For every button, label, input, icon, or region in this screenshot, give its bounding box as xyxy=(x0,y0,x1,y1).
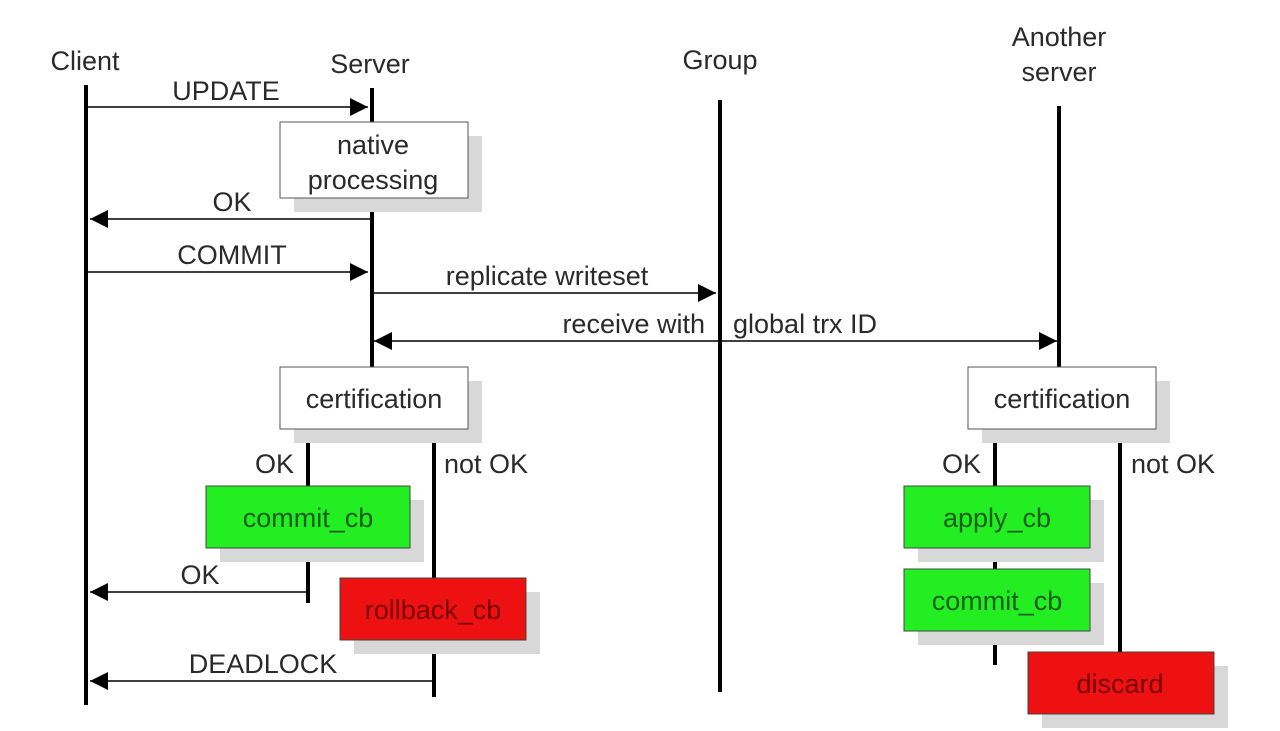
native-processing-box: native processing xyxy=(279,121,482,212)
discard-label: discard xyxy=(1076,669,1163,699)
message-commit: COMMIT xyxy=(88,240,368,281)
certification-box-server: certification xyxy=(279,366,482,443)
message-ok-1-label: OK xyxy=(212,187,251,217)
apply-cb-label: apply_cb xyxy=(943,503,1051,533)
lifeline-label-another-server-line2: server xyxy=(1021,57,1096,87)
message-commit-label: COMMIT xyxy=(177,240,286,270)
message-update-label: UPDATE xyxy=(172,76,280,106)
commit-cb-box-server: commit_cb xyxy=(205,485,424,562)
message-replicate-writeset: replicate writeset xyxy=(374,261,716,302)
rollback-cb-box: rollback_cb xyxy=(339,577,540,654)
message-update: UPDATE xyxy=(88,76,368,116)
branch-label-server-not-ok: not OK xyxy=(444,449,528,479)
apply-cb-box: apply_cb xyxy=(903,485,1104,562)
message-global-trx-id-label: global trx ID xyxy=(733,309,877,339)
message-deadlock-label: DEADLOCK xyxy=(189,649,338,679)
commit-cb-another-label: commit_cb xyxy=(932,586,1063,616)
certification-box-another: certification xyxy=(967,366,1170,443)
lifeline-label-client: Client xyxy=(50,46,120,76)
message-replicate-writeset-label: replicate writeset xyxy=(446,261,649,291)
message-receive-with-label: receive with xyxy=(562,309,705,339)
discard-box: discard xyxy=(1027,651,1228,728)
message-ok-1: OK xyxy=(90,187,370,228)
message-deadlock: DEADLOCK xyxy=(90,649,432,690)
lifeline-label-group: Group xyxy=(682,45,757,75)
rollback-cb-label: rollback_cb xyxy=(365,595,502,625)
commit-cb-box-another: commit_cb xyxy=(903,568,1104,645)
native-processing-line2: processing xyxy=(308,165,439,195)
branch-label-another-not-ok: not OK xyxy=(1131,449,1215,479)
lifeline-label-another-server-line1: Another xyxy=(1012,22,1107,52)
message-ok-2-label: OK xyxy=(180,560,219,590)
branch-label-server-ok: OK xyxy=(255,449,294,479)
commit-cb-server-label: commit_cb xyxy=(243,503,374,533)
certification-another-label: certification xyxy=(994,384,1131,414)
native-processing-line1: native xyxy=(337,130,409,160)
message-ok-2: OK xyxy=(90,560,306,601)
message-receive-global-trx: receive with global trx ID xyxy=(374,309,1057,350)
certification-server-label: certification xyxy=(306,384,443,414)
lifeline-label-server: Server xyxy=(330,49,410,79)
branch-label-another-ok: OK xyxy=(942,449,981,479)
